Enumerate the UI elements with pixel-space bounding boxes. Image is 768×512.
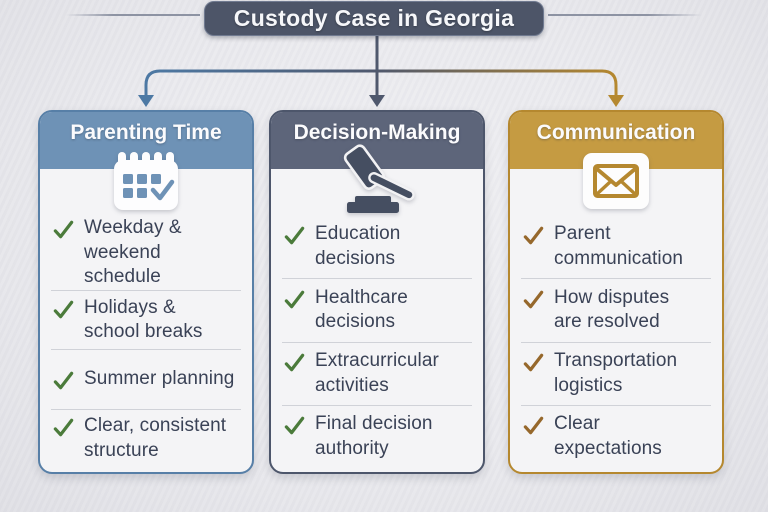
checklist-item-label: Transportation logistics (554, 349, 678, 396)
checklist-item-label: Healthcare decisions (315, 286, 408, 333)
arrow-down-icon (138, 95, 154, 107)
checklist-item: Clear expectations (510, 406, 722, 468)
check-icon (523, 227, 544, 245)
divider (521, 341, 711, 343)
divider (521, 278, 711, 280)
title-left-line (66, 14, 200, 16)
checklist-item: Healthcare decisions (271, 279, 483, 341)
check-icon (53, 300, 74, 318)
card-header: Communication (510, 112, 722, 169)
card-title: Communication (536, 121, 696, 144)
arrow-down-icon (608, 95, 624, 107)
connector-arrows (138, 34, 624, 107)
card-parenting-time: Parenting Time Weekday & weekend s (38, 110, 254, 474)
checklist-item: Holidays & school breaks (40, 291, 252, 349)
checklist-item-label: Holidays & school breaks (84, 296, 203, 343)
card-decision-making: Decision-Making Education decisions (269, 110, 485, 474)
connector-right (377, 69, 618, 95)
check-icon (284, 290, 305, 308)
divider (51, 408, 241, 410)
check-icon (284, 227, 305, 245)
check-icon (523, 290, 544, 308)
arrow-down-icon (369, 95, 385, 107)
page-title-box: Custody Case in Georgia (204, 1, 544, 36)
checklist-item-label: Clear expectations (554, 413, 662, 459)
checklist-item: Parent communication (510, 216, 722, 278)
divider (521, 404, 711, 406)
checklist-item: Weekday & weekend schedule (40, 216, 252, 290)
checklist-item: Transportation logistics (510, 343, 722, 405)
checklist-item-label: Extracurricular activities (315, 349, 439, 396)
check-icon (53, 371, 74, 390)
gavel-icon (327, 142, 427, 221)
card-header: Decision-Making (271, 112, 483, 169)
checklist-item-label: Education decisions (315, 223, 401, 270)
checklist-item: Summer planning (40, 350, 252, 408)
checklist-item: How disputes are resolved (510, 279, 722, 341)
divider (51, 349, 241, 351)
card-title: Decision-Making (293, 121, 461, 144)
checklist-item-label: Summer planning (84, 368, 235, 390)
checklist-item-label: Parent communication (554, 223, 684, 270)
divider (51, 290, 241, 292)
check-icon (284, 353, 305, 372)
checklist-item: Clear, consistent structure (40, 410, 252, 468)
check-icon (523, 416, 544, 435)
check-icon (53, 418, 74, 437)
card-title: Parenting Time (70, 121, 222, 144)
calendar-icon (113, 152, 179, 216)
check-icon (284, 416, 305, 435)
page-title: Custody Case in Georgia (233, 5, 515, 31)
divider (282, 341, 472, 343)
checklist-item-label: Final decision authority (315, 413, 433, 459)
checklist-item-label: Clear, consistent structure (84, 415, 227, 461)
checklist-item-label: How disputes are resolved (554, 286, 670, 333)
checklist: Weekday & weekend schedule Holidays & sc… (40, 216, 252, 472)
connector-left (144, 69, 377, 95)
check-icon (523, 353, 544, 372)
checklist: Education decisions Healthcare decisions… (271, 216, 483, 472)
checklist-item: Education decisions (271, 216, 483, 278)
title-right-line (548, 14, 702, 16)
envelope-icon (582, 152, 650, 215)
checklist: Parent communication How disputes are re… (510, 216, 722, 472)
card-communication: Communication Parent communication How d… (508, 110, 724, 474)
check-icon (53, 220, 74, 239)
divider (282, 404, 472, 406)
checklist-item: Extracurricular activities (271, 343, 483, 405)
divider (282, 278, 472, 280)
checklist-item-label: Weekday & weekend schedule (84, 217, 182, 288)
checklist-item: Final decision authority (271, 406, 483, 468)
